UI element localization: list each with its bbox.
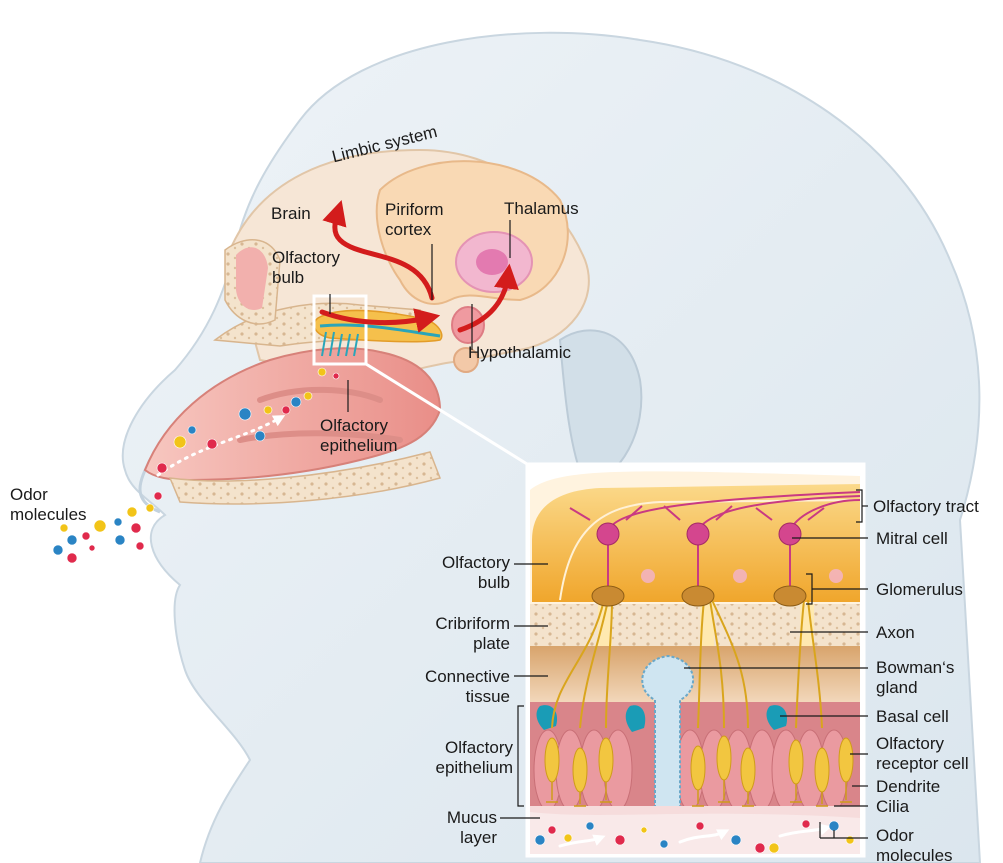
label-odor-molecules-left: Odor molecules: [10, 485, 87, 525]
label-glomerulus: Glomerulus: [876, 580, 963, 600]
label-olfactory-tract: Olfactory tract: [873, 497, 979, 517]
label-dendrite: Dendrite: [876, 777, 940, 797]
label-cribriform-plate: Cribriform plate: [400, 614, 510, 654]
label-basal-cell: Basal cell: [876, 707, 949, 727]
label-mucus-layer: Mucus layer: [415, 808, 497, 848]
label-cilia: Cilia: [876, 797, 909, 817]
label-brain: Brain: [271, 204, 311, 224]
label-olfactory-bulb-head: Olfactory bulb: [272, 248, 340, 288]
label-olfactory-bulb-inset: Olfactory bulb: [400, 553, 510, 593]
label-mitral-cell: Mitral cell: [876, 529, 948, 549]
label-olfactory-epithelium-inset: Olfactory epithelium: [395, 738, 513, 778]
label-hypothalamic: Hypothalamic: [468, 343, 571, 363]
label-odor-molecules-right: Odor molecules: [876, 826, 953, 863]
label-olfactory-receptor-cell: Olfactory receptor cell: [876, 734, 969, 774]
label-thalamus: Thalamus: [504, 199, 579, 219]
label-bowmans-gland: Bowman‘s gland: [876, 658, 954, 698]
label-piriform-cortex: Piriform cortex: [385, 200, 444, 240]
label-axon: Axon: [876, 623, 915, 643]
label-olfactory-epithelium-head: Olfactory epithelium: [320, 416, 398, 456]
label-connective-tissue: Connective tissue: [390, 667, 510, 707]
